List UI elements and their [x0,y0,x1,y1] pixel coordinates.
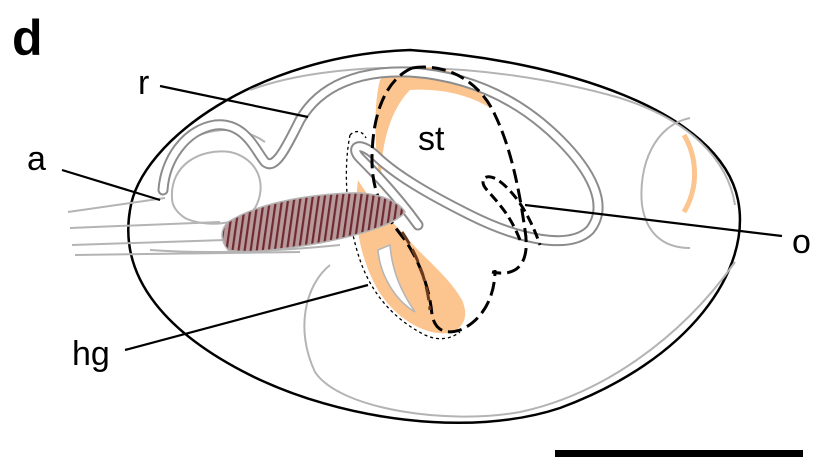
siphon-tube [70,222,220,228]
panel-label: d [12,10,43,66]
leader-line-ovary [525,205,782,236]
body-outline [128,50,740,423]
siphon-tube [72,240,225,245]
label-anus: a [27,140,46,178]
siphon-tube [68,198,165,212]
label-rectum: r [138,64,149,102]
leader-line-rectum [160,86,308,117]
inner-body-contour [304,262,735,417]
label-stomach: st [418,120,445,158]
label-ovary: o [792,223,811,261]
hindgut-gland-outline [350,132,366,138]
right-lobe-highlight [684,135,695,212]
leader-line-anus [62,170,160,200]
label-hindgut-gland: hg [72,335,110,373]
scale-bar [555,450,803,457]
leader-line-hindgut-gland [125,285,368,350]
